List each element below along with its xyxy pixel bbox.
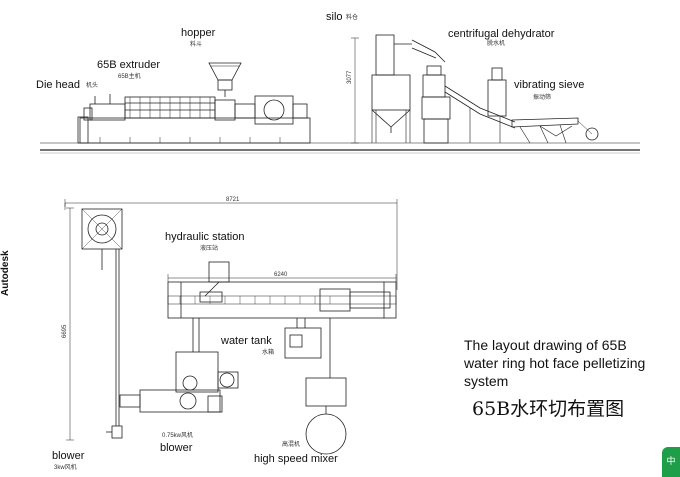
sieve-label: vibrating sieve: [514, 79, 585, 91]
hydraulic-station-label: hydraulic station: [165, 231, 245, 243]
left-blower-spec: 3kw风机: [54, 465, 77, 471]
dehydrator-elevation: [421, 65, 516, 144]
water-tank-plan: [284, 318, 322, 359]
mixer-label: high speed mixer: [254, 453, 338, 465]
extruder-plan: [167, 281, 397, 319]
left-blower-plan: [106, 400, 123, 439]
corner-badge: 中: [662, 447, 680, 477]
caption-line-1: The layout drawing of 65B: [464, 337, 627, 353]
hydraulic-station-cn-label: 液压站: [200, 246, 219, 252]
mixer-cn-label: 高混机: [282, 442, 301, 448]
silo-elevation: [351, 34, 446, 144]
left-blower-label: blower: [52, 450, 85, 462]
extruder-label: 65B extruder: [97, 59, 160, 71]
right-blower-label: blower: [160, 442, 193, 454]
extruder-elevation: [77, 94, 311, 144]
water-tank-cn-label: 水箱: [262, 350, 275, 356]
die-head-cn-label: 机头: [86, 83, 99, 89]
overall-depth-dimension: 6695: [62, 324, 68, 338]
dehydrator-cn-label: 脱水机: [487, 41, 506, 47]
right-blower-spec: 0.75kw风机: [162, 433, 194, 439]
sieve-cn-label: 振动筛: [533, 95, 552, 101]
water-tank-label: water tank: [221, 335, 272, 347]
silo-height-dimension: 3077: [347, 70, 353, 84]
ground-line: [40, 142, 640, 154]
silo-plan: [81, 208, 123, 400]
hopper-elevation: [208, 62, 242, 97]
silo-label: silo: [326, 11, 343, 23]
mixer-plan: [305, 318, 347, 455]
pelletizer-plan: [119, 351, 239, 413]
die-head-label: Die head: [36, 79, 81, 91]
hopper-cn-label: 料斗: [190, 42, 203, 48]
dehydrator-label: centrifugal dehydrator: [448, 28, 555, 40]
table-length-dimension: 6240: [274, 272, 288, 278]
overall-dimension-lines: [64, 199, 398, 441]
autodesk-watermark: Autodesk: [0, 250, 11, 296]
overall-width-dimension: 8721: [226, 197, 240, 203]
hopper-label: hopper: [181, 27, 216, 39]
hydraulic-station-plan: [192, 261, 230, 352]
silo-cn-label: 料仓: [346, 15, 359, 21]
caption-line-3: system: [464, 373, 509, 389]
vibrating-sieve-elevation: [511, 117, 599, 144]
caption-chinese: 65B水环切布置图: [472, 398, 625, 420]
caption-line-2: water ring hot face pelletizing: [464, 355, 646, 371]
extruder-cn-label: 65B主机: [118, 74, 141, 80]
